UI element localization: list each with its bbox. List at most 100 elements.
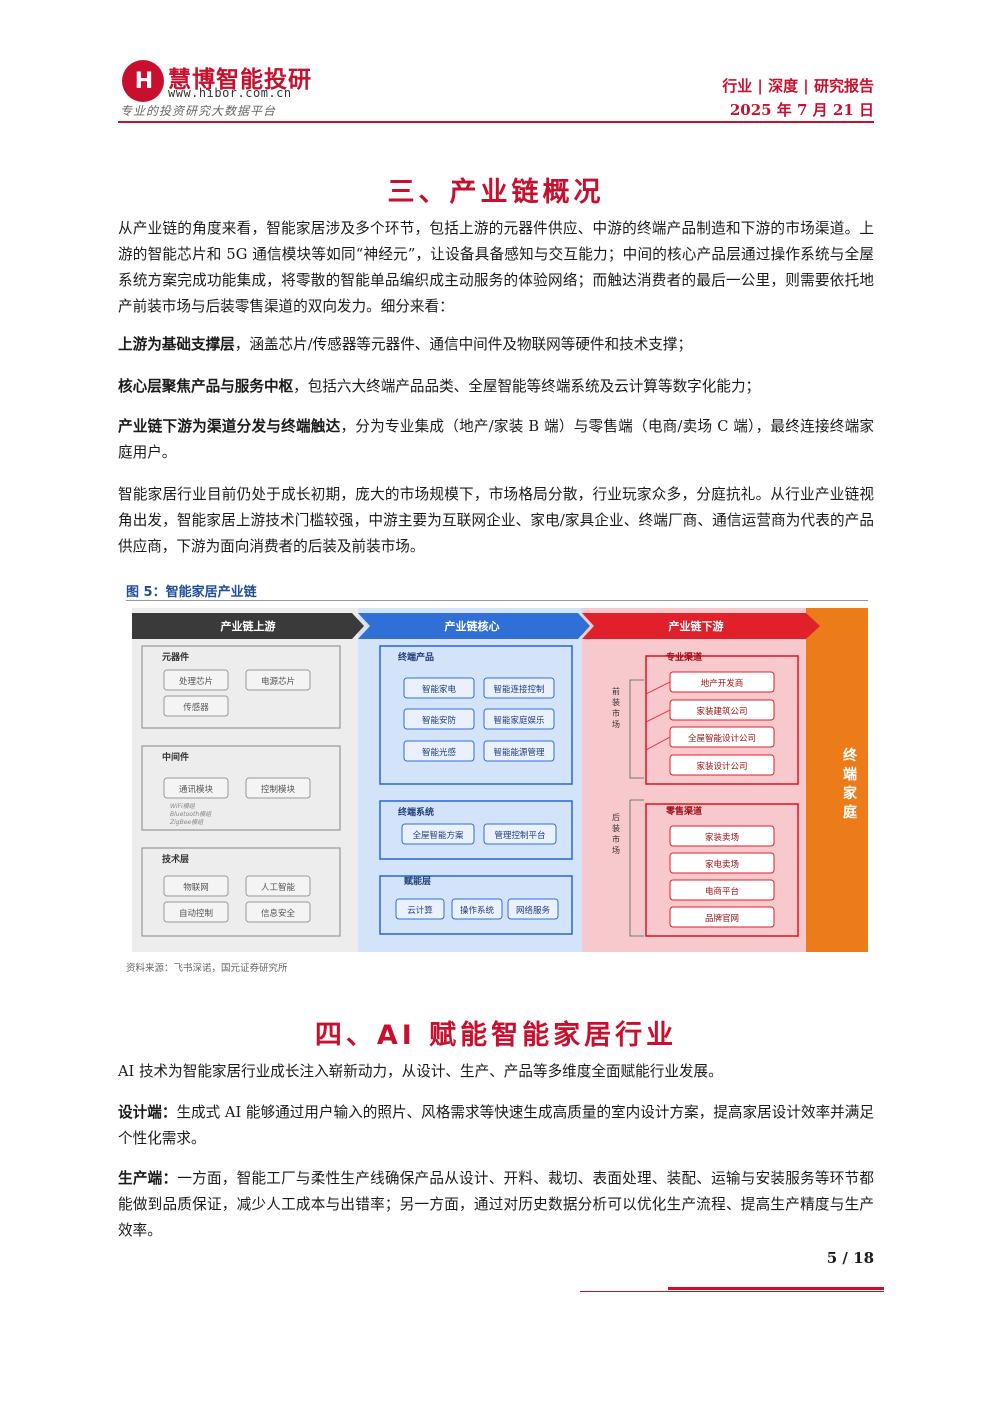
report-category: 行业 | 深度 | 研究报告 <box>722 77 874 95</box>
node-comm-module-label: 通讯模块 <box>179 784 214 795</box>
node-smart-entertainment-label: 智能家庭娱乐 <box>493 715 545 726</box>
downstream-arrow <box>582 613 820 639</box>
paragraph-ai-intro: AI 技术为智能家居行业成长注入崭新动力，从设计、生产、产品等多维度全面赋能行业… <box>118 1063 723 1080</box>
node-power-chip-label: 电源芯片 <box>261 676 295 687</box>
node-whole-home-label: 全屋智能方案 <box>412 830 464 841</box>
node-ecommerce-label: 电商平台 <box>705 886 739 897</box>
downstream-header: 产业链下游 <box>669 619 724 633</box>
node-smart-connect <box>483 677 555 699</box>
upstream-header: 产业链上游 <box>221 619 276 633</box>
pre-market-label-3: 市 <box>612 708 620 718</box>
node-ecommerce <box>669 879 775 901</box>
logo-name: 慧博智能投研 <box>168 67 312 93</box>
note-wifi: WiFi模组 <box>170 802 196 810</box>
upstream-text: ，涵盖芯片/传感器等元器件、通信中间件及物联网等硬件和技术支撑； <box>234 336 693 353</box>
logo-url: www.hibor.com.cn <box>168 86 292 100</box>
node-brand-site <box>669 906 775 928</box>
post-market-label-2: 装 <box>612 823 620 833</box>
paragraph-upstream: 上游为基础支撑层，涵盖芯片/传感器等元器件、通信中间件及物联网等硬件和技术支撑； <box>118 332 874 358</box>
upstream-arrow <box>132 613 364 639</box>
logo-slogan: 专业的投资研究大数据平台 <box>120 104 277 118</box>
downstream-lead: 产业链下游为渠道分发与终端触达 <box>118 418 341 435</box>
footer-rule-thin <box>580 1291 884 1292</box>
note-zigbee: ZigBee模组 <box>169 818 204 826</box>
section-title-ai: 四、AI 赋能智能家居行业 <box>314 1020 678 1051</box>
node-smart-entertainment <box>483 708 555 730</box>
terminal-char-3: 家 <box>843 785 858 802</box>
enable-group <box>379 875 573 935</box>
middleware-group <box>141 745 341 831</box>
node-smart-appliance <box>403 677 475 699</box>
node-sensor-label: 传感器 <box>183 702 209 713</box>
components-group <box>141 645 341 729</box>
node-network <box>507 898 559 920</box>
terminal-panel <box>806 608 868 952</box>
node-os-label: 操作系统 <box>460 905 495 916</box>
node-info-security-label: 信息安全 <box>261 908 296 919</box>
paragraph-design: 设计端：生成式 AI 能够通过用户输入的照片、风格需求等快速生成高质量的室内设计… <box>118 1100 874 1152</box>
tech-group <box>141 847 341 937</box>
industry-chain-diagram: 产业链上游 产业链核心 产业链下游 元器件 处理芯片 电源芯片 传感器 中间件 … <box>132 608 868 952</box>
node-iot-label: 物联网 <box>183 882 209 893</box>
node-appliance-store-label: 家电卖场 <box>705 859 739 870</box>
logo-mark: H <box>122 60 164 102</box>
paragraph-downstream: 产业链下游为渠道分发与终端触达，分为专业集成（地产/家装 B 端）与零售端（电商… <box>118 414 874 466</box>
production-lead: 生产端： <box>118 1170 178 1187</box>
node-brand-site-label: 品牌官网 <box>705 913 739 924</box>
node-home-store-label: 家装卖场 <box>705 832 739 843</box>
node-smart-energy <box>483 740 555 762</box>
node-smart-energy-label: 智能能源管理 <box>493 747 545 758</box>
pre-market-label-2: 装 <box>612 697 620 707</box>
upstream-lead: 上游为基础支撑层 <box>118 336 235 353</box>
post-market-label-3: 市 <box>612 834 620 844</box>
node-processing-chip-label: 处理芯片 <box>179 676 213 687</box>
paragraph-production: 生产端：一方面，智能工厂与柔性生产线确保产品从设计、开料、裁切、表面处理、装配、… <box>118 1166 874 1244</box>
node-whole-home-design-label: 全屋智能设计公司 <box>688 733 756 744</box>
figure-source: 资料来源：飞书深诺，国元证券研究所 <box>126 963 288 974</box>
pro-channel-group <box>645 655 799 785</box>
node-home-store <box>669 825 775 847</box>
node-smart-security <box>403 708 475 730</box>
node-info-security <box>245 901 311 923</box>
node-smart-light <box>403 740 475 762</box>
node-control-platform-label: 管理控制平台 <box>494 830 545 841</box>
node-ai-label: 人工智能 <box>261 882 296 893</box>
core-panel <box>358 608 582 952</box>
node-deco-construction-label: 家装建筑公司 <box>696 706 747 717</box>
node-auto-control-label: 自动控制 <box>179 908 213 919</box>
node-developer-label: 地产开发商 <box>701 678 744 689</box>
node-iot <box>163 875 229 897</box>
core-text: ，包括六大终端产品品类、全屋智能等终端系统及云计算等数字化能力； <box>293 378 761 395</box>
node-whole-home <box>401 823 475 845</box>
post-market-label-1: 后 <box>612 812 620 822</box>
node-smart-security-label: 智能安防 <box>422 715 457 726</box>
terminal-char-1: 终 <box>843 747 858 764</box>
pro-connectors <box>645 681 671 751</box>
retail-channel-label: 零售渠道 <box>665 805 702 817</box>
terminal-char-4: 庭 <box>843 804 858 821</box>
node-appliance-store <box>669 852 775 874</box>
paragraph-core: 核心层聚焦产品与服务中枢，包括六大终端产品品类、全屋智能等终端系统及云计算等数字… <box>118 374 874 400</box>
paragraph-industry-status: 智能家居行业目前仍处于成长初期，庞大的市场规模下，市场格局分散，行业玩家众多，分… <box>118 486 874 555</box>
node-smart-appliance-label: 智能家电 <box>422 684 457 695</box>
production-text: 一方面，智能工厂与柔性生产线确保产品从设计、开料、裁切、表面处理、装配、运输与安… <box>118 1170 874 1239</box>
core-arrow <box>358 613 590 639</box>
components-label: 元器件 <box>162 651 189 663</box>
enable-label: 赋能层 <box>404 875 431 887</box>
node-ai <box>245 875 311 897</box>
figure-title: 图 5：智能家居产业链 <box>126 585 257 600</box>
node-control-module <box>245 777 311 799</box>
retail-channel-group <box>645 803 799 937</box>
node-deco-design-label: 家装设计公司 <box>696 761 747 772</box>
pro-channel-label: 专业渠道 <box>666 651 702 663</box>
page-number: 5 / 18 <box>826 1249 874 1267</box>
node-processing-chip <box>163 669 229 691</box>
core-lead: 核心层聚焦产品与服务中枢 <box>118 378 294 395</box>
report-date: 2025 年 7 月 21 日 <box>729 101 874 119</box>
figure-title-rule <box>126 600 868 601</box>
node-auto-control <box>163 901 229 923</box>
node-comm-module <box>163 777 229 799</box>
post-market-bracket <box>629 799 644 937</box>
middleware-label: 中间件 <box>162 751 189 763</box>
footer-rule-thick <box>668 1287 884 1290</box>
